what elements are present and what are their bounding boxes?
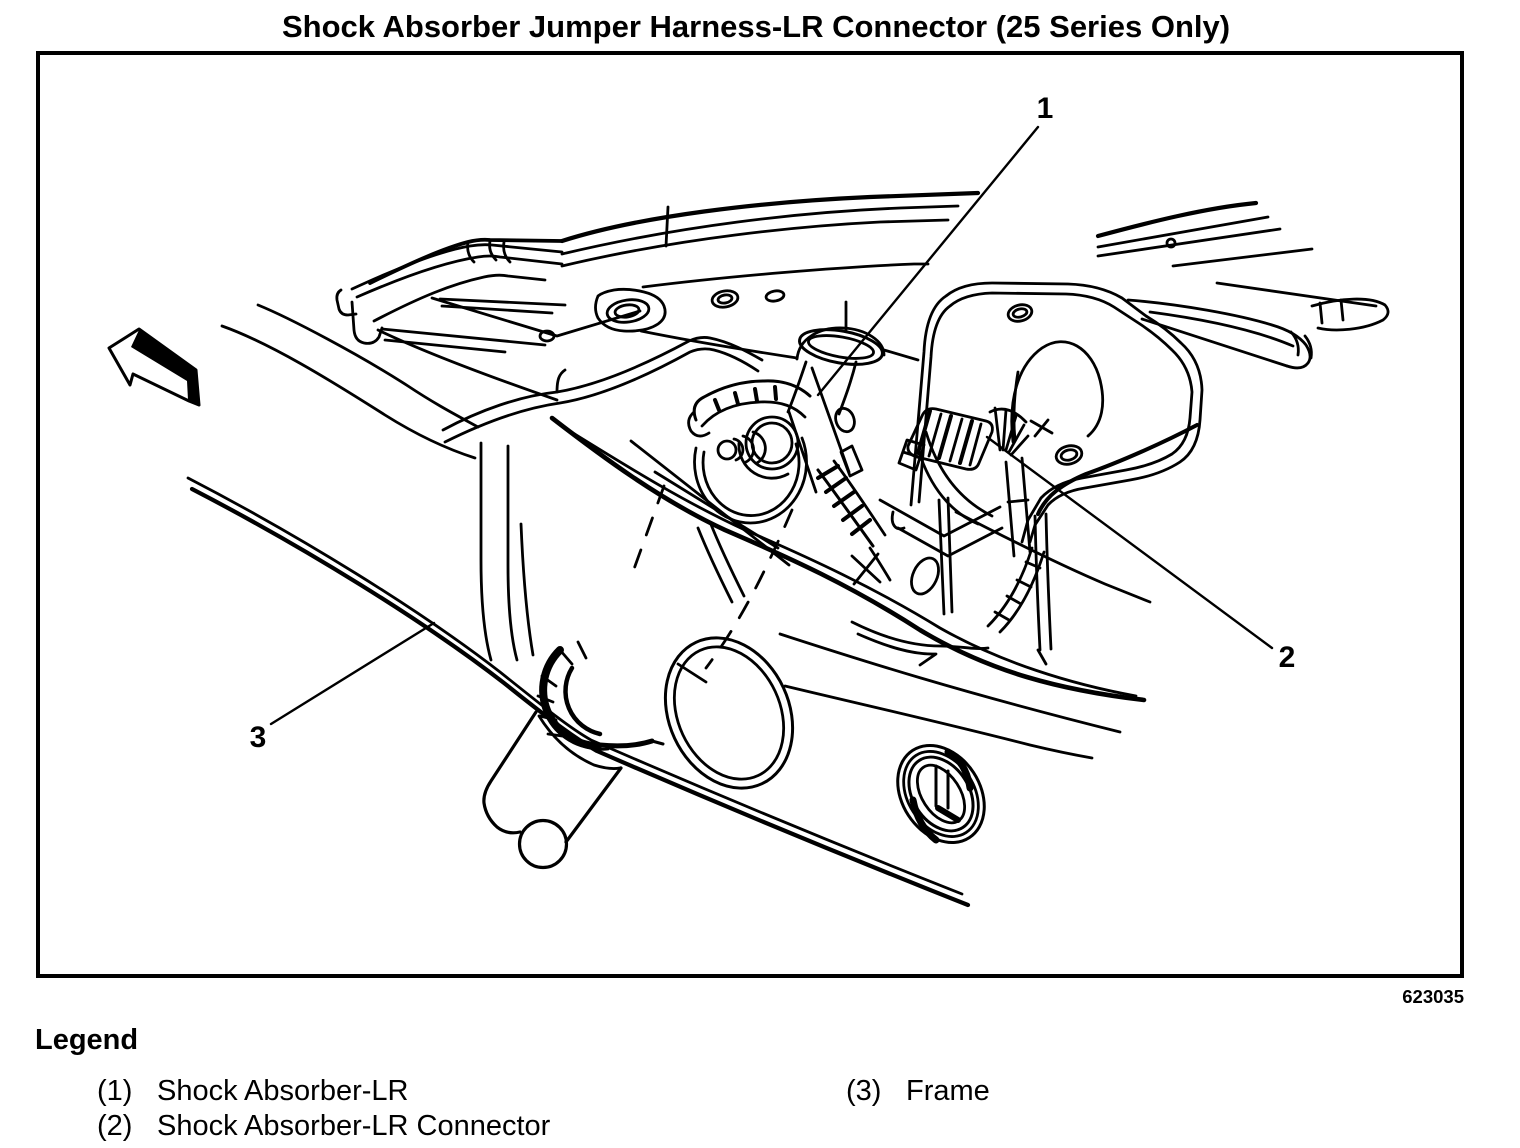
svg-text:623035: 623035 — [1402, 986, 1464, 1007]
svg-text:3: 3 — [250, 721, 267, 754]
svg-text:Shock Absorber-LR Connector: Shock Absorber-LR Connector — [157, 1110, 551, 1142]
svg-text:Shock Absorber-LR: Shock Absorber-LR — [157, 1075, 408, 1107]
svg-text:(2): (2) — [97, 1110, 132, 1142]
svg-text:Shock Absorber Jumper Harness-: Shock Absorber Jumper Harness-LR Connect… — [282, 9, 1230, 44]
svg-text:Frame: Frame — [906, 1075, 990, 1107]
svg-text:1: 1 — [1037, 92, 1054, 125]
svg-text:2: 2 — [1279, 641, 1296, 674]
svg-text:Legend: Legend — [35, 1024, 138, 1056]
svg-text:(3): (3) — [846, 1075, 881, 1107]
svg-text:(1): (1) — [97, 1075, 132, 1107]
